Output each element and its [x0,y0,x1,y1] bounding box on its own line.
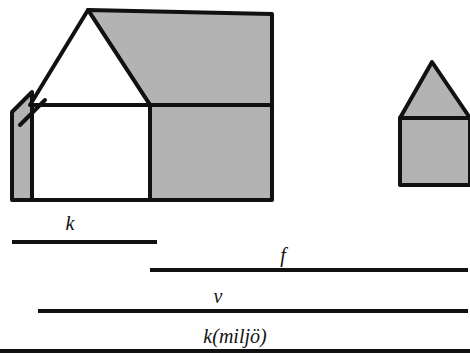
dimension-label: f [280,245,286,265]
gable-wall [32,105,150,200]
eave-line [150,103,272,107]
small-eave [400,116,470,120]
dimension-label: k(miljö) [203,326,266,346]
dimension-label: k [66,213,75,233]
dimension-label: v [214,286,223,306]
distance-line [150,268,468,272]
distance-line [0,349,470,353]
gable [30,10,150,105]
wing-roof [20,100,45,125]
small-house [400,62,470,185]
distance-line [12,240,157,244]
distance-line [38,309,468,313]
side-wing [12,92,32,200]
